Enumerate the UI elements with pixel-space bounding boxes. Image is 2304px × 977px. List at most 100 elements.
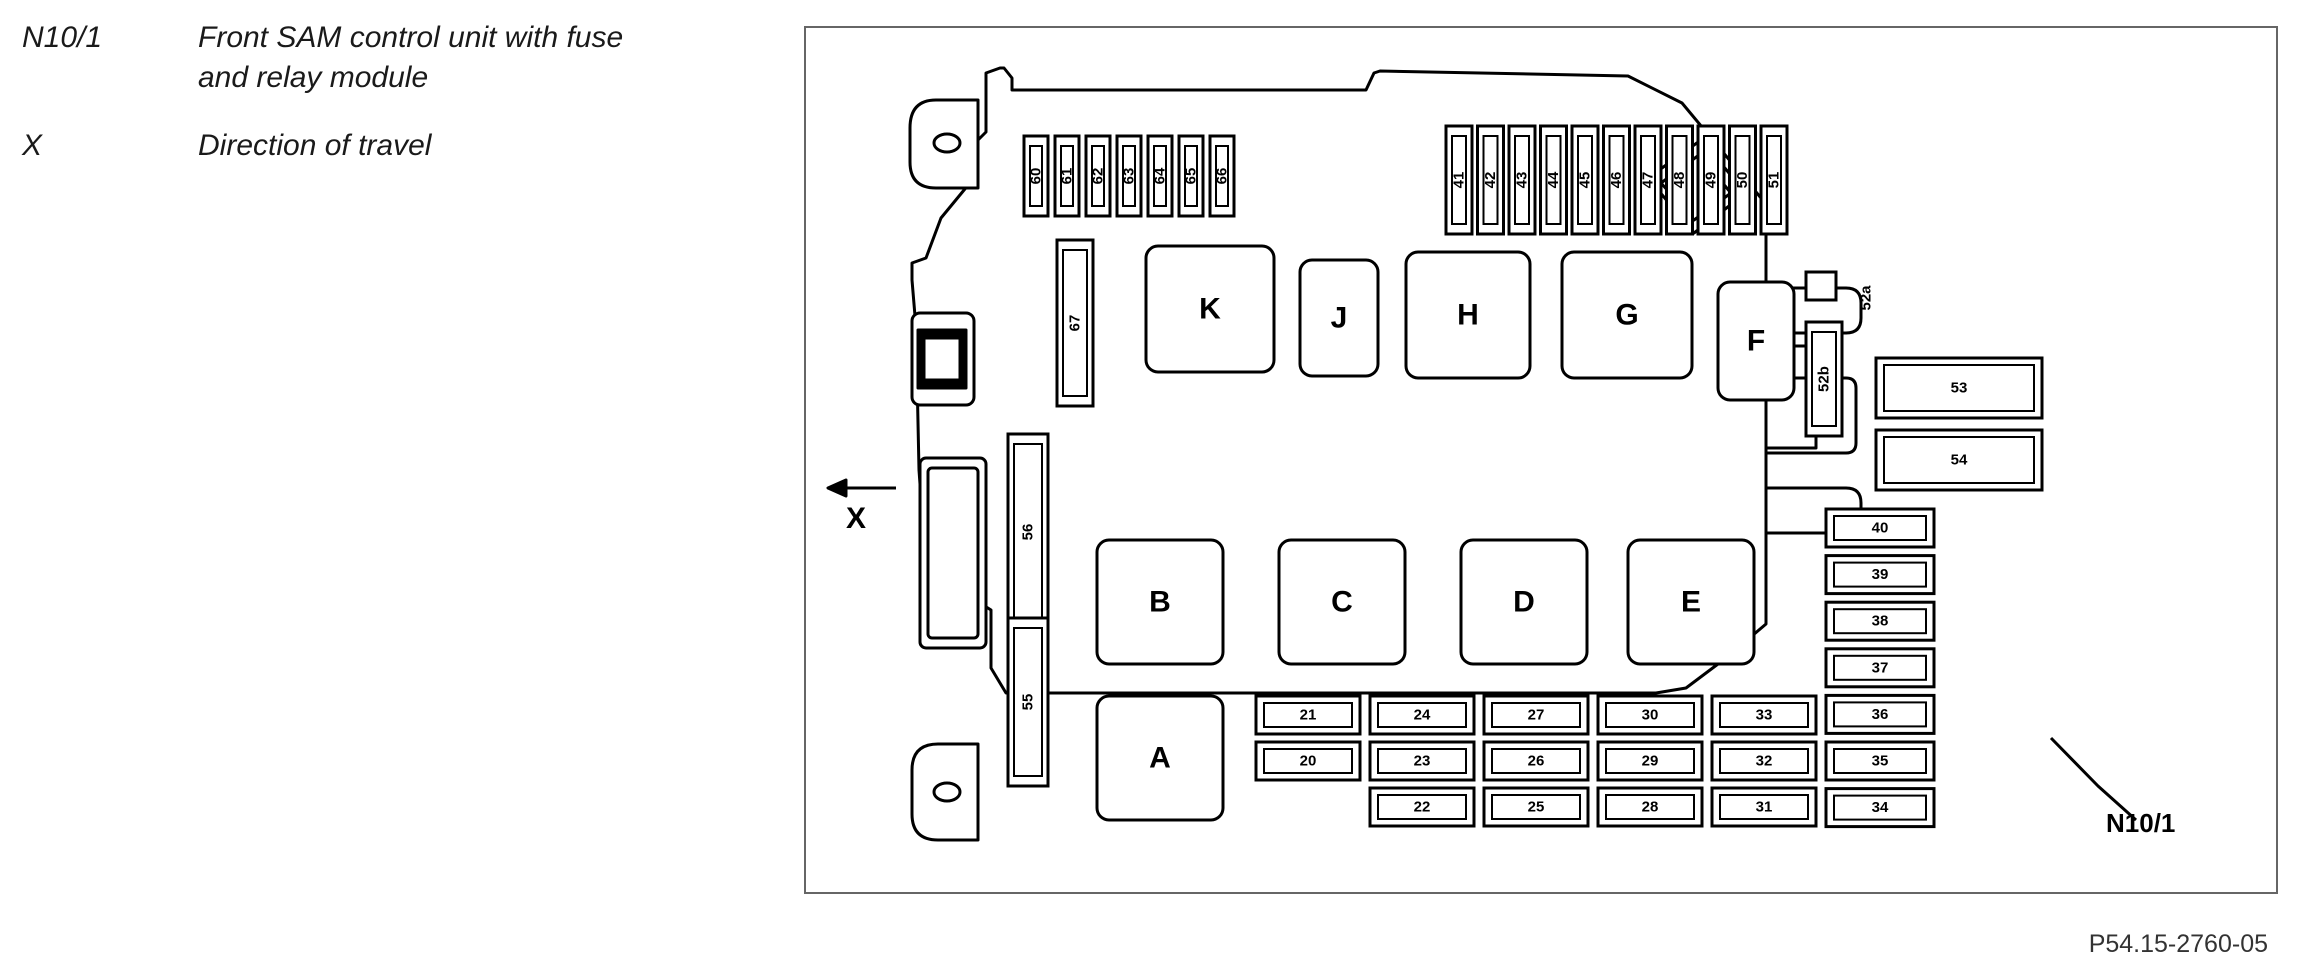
fuse-element: [1215, 145, 1229, 207]
fuse-label: 29: [1642, 753, 1659, 770]
fuse-element: [1703, 135, 1719, 225]
direction-arrow-head: [826, 478, 848, 498]
side-connector-lower: [918, 456, 988, 650]
relay-a: [1095, 694, 1225, 822]
fuse-element: [1734, 135, 1751, 225]
fuse-label: 54: [1951, 452, 1968, 469]
fuse-label: 45: [1577, 172, 1594, 189]
fuse-element: [1263, 702, 1353, 728]
relay-label: E: [1681, 586, 1701, 619]
fuse-element: [1153, 145, 1167, 207]
relay-k: [1144, 244, 1276, 374]
fuse-element: [1833, 515, 1927, 541]
fuse-element: [1263, 748, 1353, 774]
fuse-label: 56: [1020, 524, 1037, 541]
relay-e: [1626, 538, 1756, 666]
mounting-ear-top: [908, 98, 980, 190]
fuse-element: [1060, 145, 1074, 207]
unit-label: N10/1: [2106, 808, 2175, 838]
fuse-label: 20: [1300, 753, 1317, 770]
fuse-element: [1833, 701, 1927, 728]
fuse-element: [1605, 702, 1695, 728]
fuse-element: [1833, 794, 1927, 821]
fuse-label: 40: [1872, 520, 1889, 537]
fuse-label: 61: [1059, 168, 1076, 185]
relay-label: H: [1457, 299, 1479, 332]
fuse-element: [1883, 436, 2035, 484]
relay-j: [1298, 258, 1380, 378]
fuse-label: 33: [1756, 707, 1773, 724]
unit-leader-line: [2049, 736, 2138, 822]
fuse-label: 62: [1090, 168, 1107, 185]
fuse-label: 27: [1528, 707, 1545, 724]
legend-description: Front SAM control unit with fuse and rel…: [198, 21, 624, 94]
fuse-element: [1029, 145, 1043, 207]
fuse-label: 63: [1121, 168, 1138, 185]
fuse-label: 35: [1872, 753, 1889, 770]
right-cable-housing: [1766, 286, 1863, 335]
relay-label: D: [1513, 586, 1535, 619]
fuse-element: [1491, 748, 1581, 774]
legend: N10/1 Front SAM control unit with fuse a…: [22, 18, 742, 194]
fuse-label: 53: [1951, 380, 1968, 397]
fuse-slot-52a: [1804, 270, 1838, 302]
relay-h: [1404, 250, 1532, 380]
relay-label: B: [1149, 586, 1171, 619]
fuse-label: 34: [1872, 799, 1889, 816]
fuse-element: [1719, 794, 1809, 820]
fuse-label: 51: [1766, 172, 1783, 189]
fuse-element: [1811, 331, 1837, 427]
relay-label: A: [1149, 742, 1171, 775]
mounting-hole-top: [932, 132, 962, 154]
relay-label: C: [1331, 586, 1353, 619]
fuse-label: 47: [1640, 172, 1657, 189]
fuse-element: [1833, 561, 1927, 588]
fuse-element: [1577, 135, 1593, 225]
relay-f: [1716, 280, 1796, 402]
fuse-element: [1833, 608, 1927, 635]
fuse-label: 49: [1703, 172, 1720, 189]
fuse-element: [1377, 702, 1467, 728]
mounting-ear-bottom: [910, 742, 980, 842]
fuse-element: [1640, 135, 1656, 225]
fuse-label: 48: [1671, 172, 1688, 189]
fuse-label: 25: [1528, 799, 1545, 816]
fuse-label: 37: [1872, 659, 1889, 676]
fuse-element: [1719, 702, 1809, 728]
fuse-element: [1091, 145, 1105, 207]
relay-label: G: [1615, 299, 1638, 332]
fuse-label: 42: [1482, 172, 1499, 189]
fuse-element: [1833, 654, 1927, 681]
fuse-label: 22: [1414, 799, 1431, 816]
mounting-hole-bottom: [932, 781, 962, 803]
relay-label: J: [1331, 302, 1348, 335]
fuse-label: 39: [1872, 566, 1889, 583]
fuse-label: 64: [1152, 167, 1169, 184]
fuse-label: 38: [1872, 613, 1889, 630]
fuse-element: [1184, 145, 1198, 207]
fuse-label: 30: [1642, 707, 1659, 724]
relay-g: [1560, 250, 1694, 380]
fuse-label: 32: [1756, 753, 1773, 770]
fuse-element: [1719, 748, 1809, 774]
fuse-label: 28: [1642, 799, 1659, 816]
fuse-element: [1545, 135, 1562, 225]
fuse-label: 67: [1067, 315, 1084, 332]
fuse-label: 46: [1608, 172, 1625, 189]
fuse-label: 50: [1734, 172, 1751, 189]
legend-description: Direction of travel: [198, 129, 432, 162]
fuse-label: 44: [1545, 171, 1562, 188]
relay-label: F: [1747, 325, 1765, 358]
fuse-element: [1608, 135, 1625, 225]
fuse-element: [1482, 135, 1499, 225]
fuse-element: [1671, 135, 1688, 225]
fuse-label: 31: [1756, 799, 1773, 816]
legend-code: X: [22, 129, 43, 162]
figure-code: P54.15-2760-05: [2088, 930, 2268, 958]
fuse-label: 26: [1528, 753, 1545, 770]
fuse-label: 21: [1300, 707, 1317, 724]
fuse-element: [1491, 794, 1581, 820]
fuse-label: 24: [1414, 707, 1431, 724]
